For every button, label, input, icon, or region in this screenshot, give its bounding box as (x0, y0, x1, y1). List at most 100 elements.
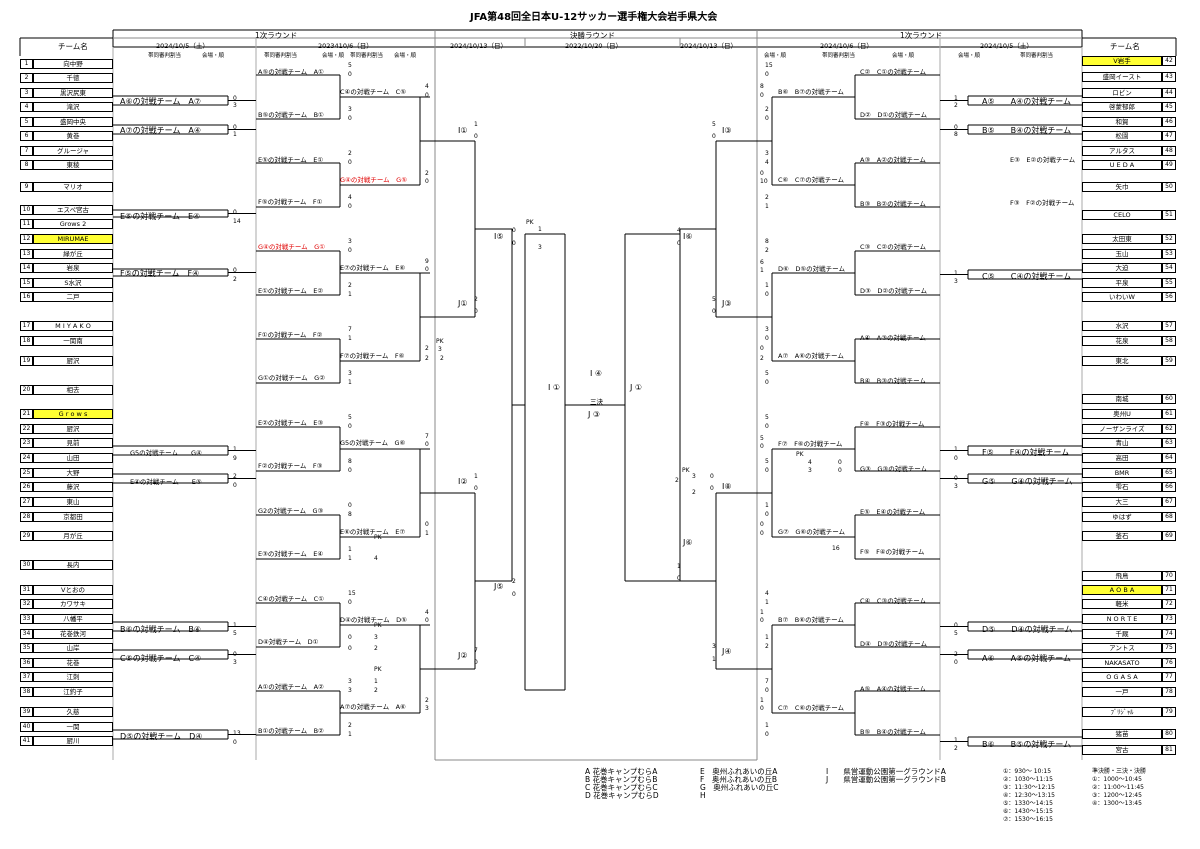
score-value: 0 (954, 659, 958, 666)
match-label: D④対戦チーム D① (258, 638, 319, 646)
score-value: 0 (425, 521, 429, 528)
team-name-cell: 山岸 (33, 643, 113, 653)
date-left-2: 2023410/6（日） (318, 42, 373, 50)
score-value: 2 (512, 578, 516, 585)
team-name-cell: 太田東 (1082, 234, 1162, 244)
score-value: 0 (760, 170, 764, 177)
match-label: B⑥ B⑦の対戦チーム (778, 88, 844, 96)
team-number: 25 (20, 468, 33, 478)
team-number: 9 (20, 182, 33, 192)
team-number: 72 (1162, 599, 1176, 609)
match-label: J② (458, 651, 468, 660)
team-name-cell: 黄巻 (33, 131, 113, 141)
team-name-cell: 大迫 (1082, 263, 1162, 273)
team-name-cell: 矢巾 (1082, 182, 1162, 192)
score-value: 1 (954, 737, 958, 744)
match-label: I ④ (590, 369, 603, 378)
match-label: I ① (548, 383, 561, 392)
score-value: 1 (954, 446, 958, 453)
team-number: 10 (20, 205, 33, 215)
score-value: 0 (838, 467, 842, 474)
score-value: 4 (808, 459, 812, 466)
team-name-cell: 奥州U (1082, 409, 1162, 419)
score-value: 0 (954, 475, 958, 482)
score-value: 1 (954, 95, 958, 102)
score-value: 4 (348, 194, 352, 201)
score-value: 0 (765, 335, 769, 342)
team-number: 4 (20, 102, 33, 112)
score-value: 0 (474, 485, 478, 492)
score-value: 3 (692, 473, 696, 480)
team-name-cell: O G A S A (1082, 672, 1162, 682)
score-value: 0 (765, 379, 769, 386)
team-name-cell: 向中野 (33, 59, 113, 69)
match-label: E⑤の対戦チーム E④ (120, 212, 201, 221)
legend-line: ②：11:00～11:45 (1092, 784, 1144, 791)
team-number: 41 (20, 736, 33, 746)
score-value: 0 (425, 178, 429, 185)
score-value: 0 (233, 482, 237, 489)
score-value: 1 (348, 546, 352, 553)
team-name-cell: 大三 (1082, 497, 1162, 507)
score-value: 8 (348, 458, 352, 465)
team-name-cell: カワサキ (33, 599, 113, 609)
team-number: 35 (20, 643, 33, 653)
score-value: 9 (425, 258, 429, 265)
score-value: 0 (348, 467, 352, 474)
date-final-2: 2022/10/20（日） (565, 42, 622, 50)
legend-line: ①：1000～10:45 (1092, 776, 1142, 783)
team-name-cell: M I Y A K O (33, 321, 113, 331)
score-value: 4 (677, 227, 681, 234)
score-value: 0 (765, 291, 769, 298)
team-number: 59 (1162, 356, 1176, 366)
score-value: 2 (374, 645, 378, 652)
team-number: 33 (20, 614, 33, 624)
match-label: F③ F②の対戦チーム (1010, 199, 1075, 207)
score-value: 4 (425, 83, 429, 90)
score-value: 2 (233, 276, 237, 283)
team-number: 47 (1162, 131, 1176, 141)
team-number: 77 (1162, 672, 1176, 682)
score-value: 0 (677, 240, 681, 247)
team-number: 46 (1162, 117, 1176, 127)
team-number: 42 (1162, 56, 1176, 66)
subheader-d: 会場・順 (322, 53, 345, 59)
match-label: E⑤の対戦チーム E① (258, 156, 324, 164)
score-value: 0 (760, 443, 764, 450)
team-name-cell: 盛岡イースト (1082, 72, 1162, 82)
score-value: 0 (954, 124, 958, 131)
team-name-cell: 宮古 (1082, 745, 1162, 755)
match-label: F⑦ F⑥の対戦チーム (778, 440, 843, 448)
team-name-cell: 雫石 (1082, 482, 1162, 492)
score-value: 16 (832, 545, 840, 552)
score-value: 5 (760, 435, 764, 442)
score-value: 1 (765, 502, 769, 509)
team-number: 5 (20, 117, 33, 127)
team-name-cell: 長内 (33, 560, 113, 570)
score-value: 1 (765, 722, 769, 729)
subheader-f: 会場・順 (394, 53, 417, 59)
match-label: J ① (630, 383, 643, 392)
team-name-cell: 水沢 (1082, 321, 1162, 331)
score-value: 2 (348, 722, 352, 729)
score-value: 0 (710, 485, 714, 492)
match-label: C② C①の対戦チーム (860, 68, 927, 76)
legend-line: A 花巻キャンプむらA (585, 767, 658, 776)
score-value: 1 (677, 563, 681, 570)
match-label: B⑤の対戦チーム B① (258, 111, 324, 119)
team-number: 50 (1162, 182, 1176, 192)
score-value: 3 (348, 678, 352, 685)
team-name-cell: 二戸 (33, 292, 113, 302)
score-value: 0 (233, 267, 237, 274)
team-number: 21 (20, 409, 33, 419)
match-label: C⑥ C⑦の対戦チーム (778, 176, 845, 184)
score-value: 3 (348, 687, 352, 694)
legend-line: F 奥州ふれあいの丘B (700, 775, 777, 784)
team-number: 18 (20, 336, 33, 346)
team-name-cell: 京都田 (33, 512, 113, 522)
legend-line: C 花巻キャンプむらC (585, 783, 658, 792)
match-label: B⑥ B⑤の対戦チーム (982, 740, 1072, 749)
score-value: 5 (233, 630, 237, 637)
match-label: E③の対戦チーム E④ (258, 550, 324, 558)
team-number: 2 (20, 73, 33, 83)
